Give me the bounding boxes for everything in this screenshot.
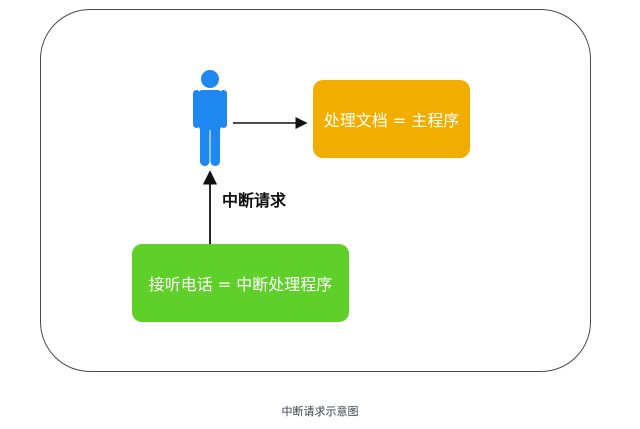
- figure-caption: 中断请求示意图: [281, 405, 359, 418]
- interrupt-request-label: 中断请求: [222, 191, 287, 210]
- diagram-frame: [40, 9, 591, 372]
- interrupt-handler-node: 接听电话 = 中断处理程序: [132, 244, 349, 322]
- person-icon: [193, 70, 227, 166]
- main-program-node: 处理文档 = 主程序: [313, 80, 470, 158]
- main-program-label: 处理文档 = 主程序: [323, 111, 460, 130]
- interrupt-handler-label: 接听电话 = 中断处理程序: [148, 275, 333, 294]
